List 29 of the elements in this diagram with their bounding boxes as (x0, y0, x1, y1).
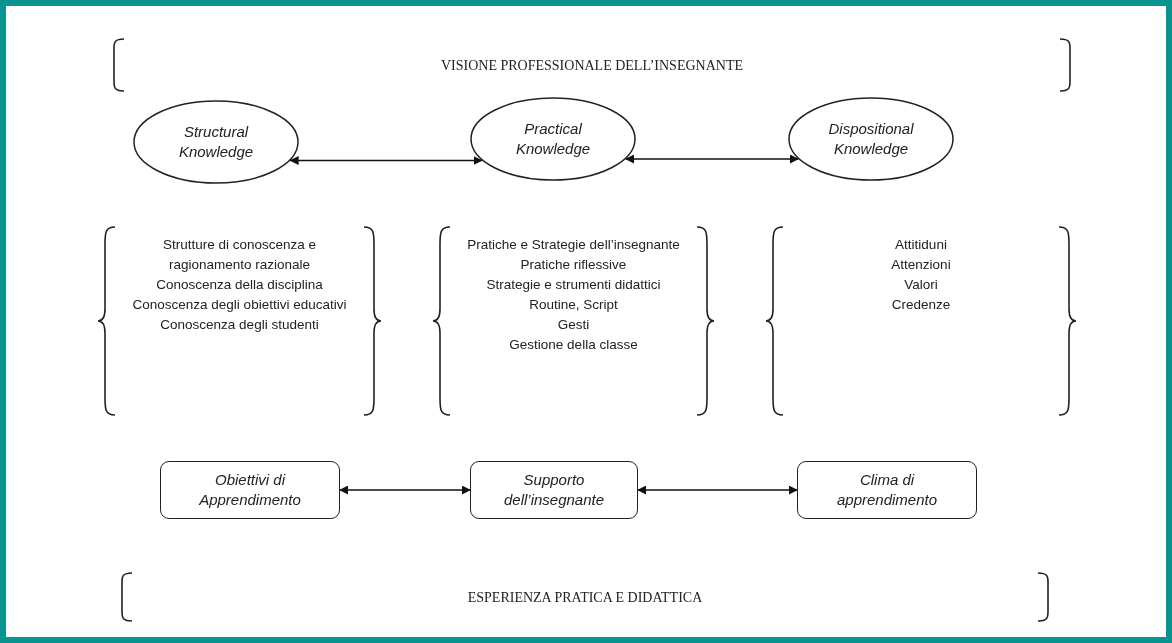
list-item: Strutture di conoscenza e ragionamento razionale (161, 236, 318, 274)
double-arrow (637, 485, 798, 495)
rounded-box (160, 461, 340, 519)
list-item: Credenze (891, 296, 951, 314)
list-item: Routine, Script (529, 296, 618, 314)
node-label: Obiettivi di Apprendimento (197, 470, 302, 510)
list-item: Attitiduni (895, 236, 947, 254)
double-arrow (625, 154, 799, 164)
band-title: ESPERIENZA PRATICA E DIDATTICA (467, 588, 703, 607)
list-item: Pratiche e Strategie dell’insegnante (467, 236, 680, 254)
rounded-box (470, 461, 638, 519)
list-item: Gestione della classe (509, 336, 638, 354)
node-label: Dispositional Knowledge (827, 119, 915, 159)
list-item: Attenzioni (891, 256, 951, 274)
list-item: Conoscenza della disciplina (156, 276, 323, 294)
node-label: Practical Knowledge (514, 119, 592, 159)
node-label: Structural Knowledge (177, 122, 255, 162)
list-item: Valori (904, 276, 938, 294)
list-item: Pratiche riflessive (520, 256, 627, 274)
band-title: VISIONE PROFESSIONALE DELL’INSEGNANTE (440, 56, 743, 75)
node-label: Supporto dell’insegnante (502, 470, 606, 510)
list-item: Conoscenza degli obiettivi educativi (132, 296, 347, 314)
list-item: Conoscenza degli studenti (160, 316, 319, 334)
double-arrow (289, 156, 483, 165)
node-label: Clima di apprendimento (835, 470, 939, 510)
list-item: Gesti (557, 316, 590, 334)
list-item: Strategie e strumenti didattici (486, 276, 661, 294)
rounded-box (797, 461, 977, 519)
double-arrow (339, 485, 471, 495)
